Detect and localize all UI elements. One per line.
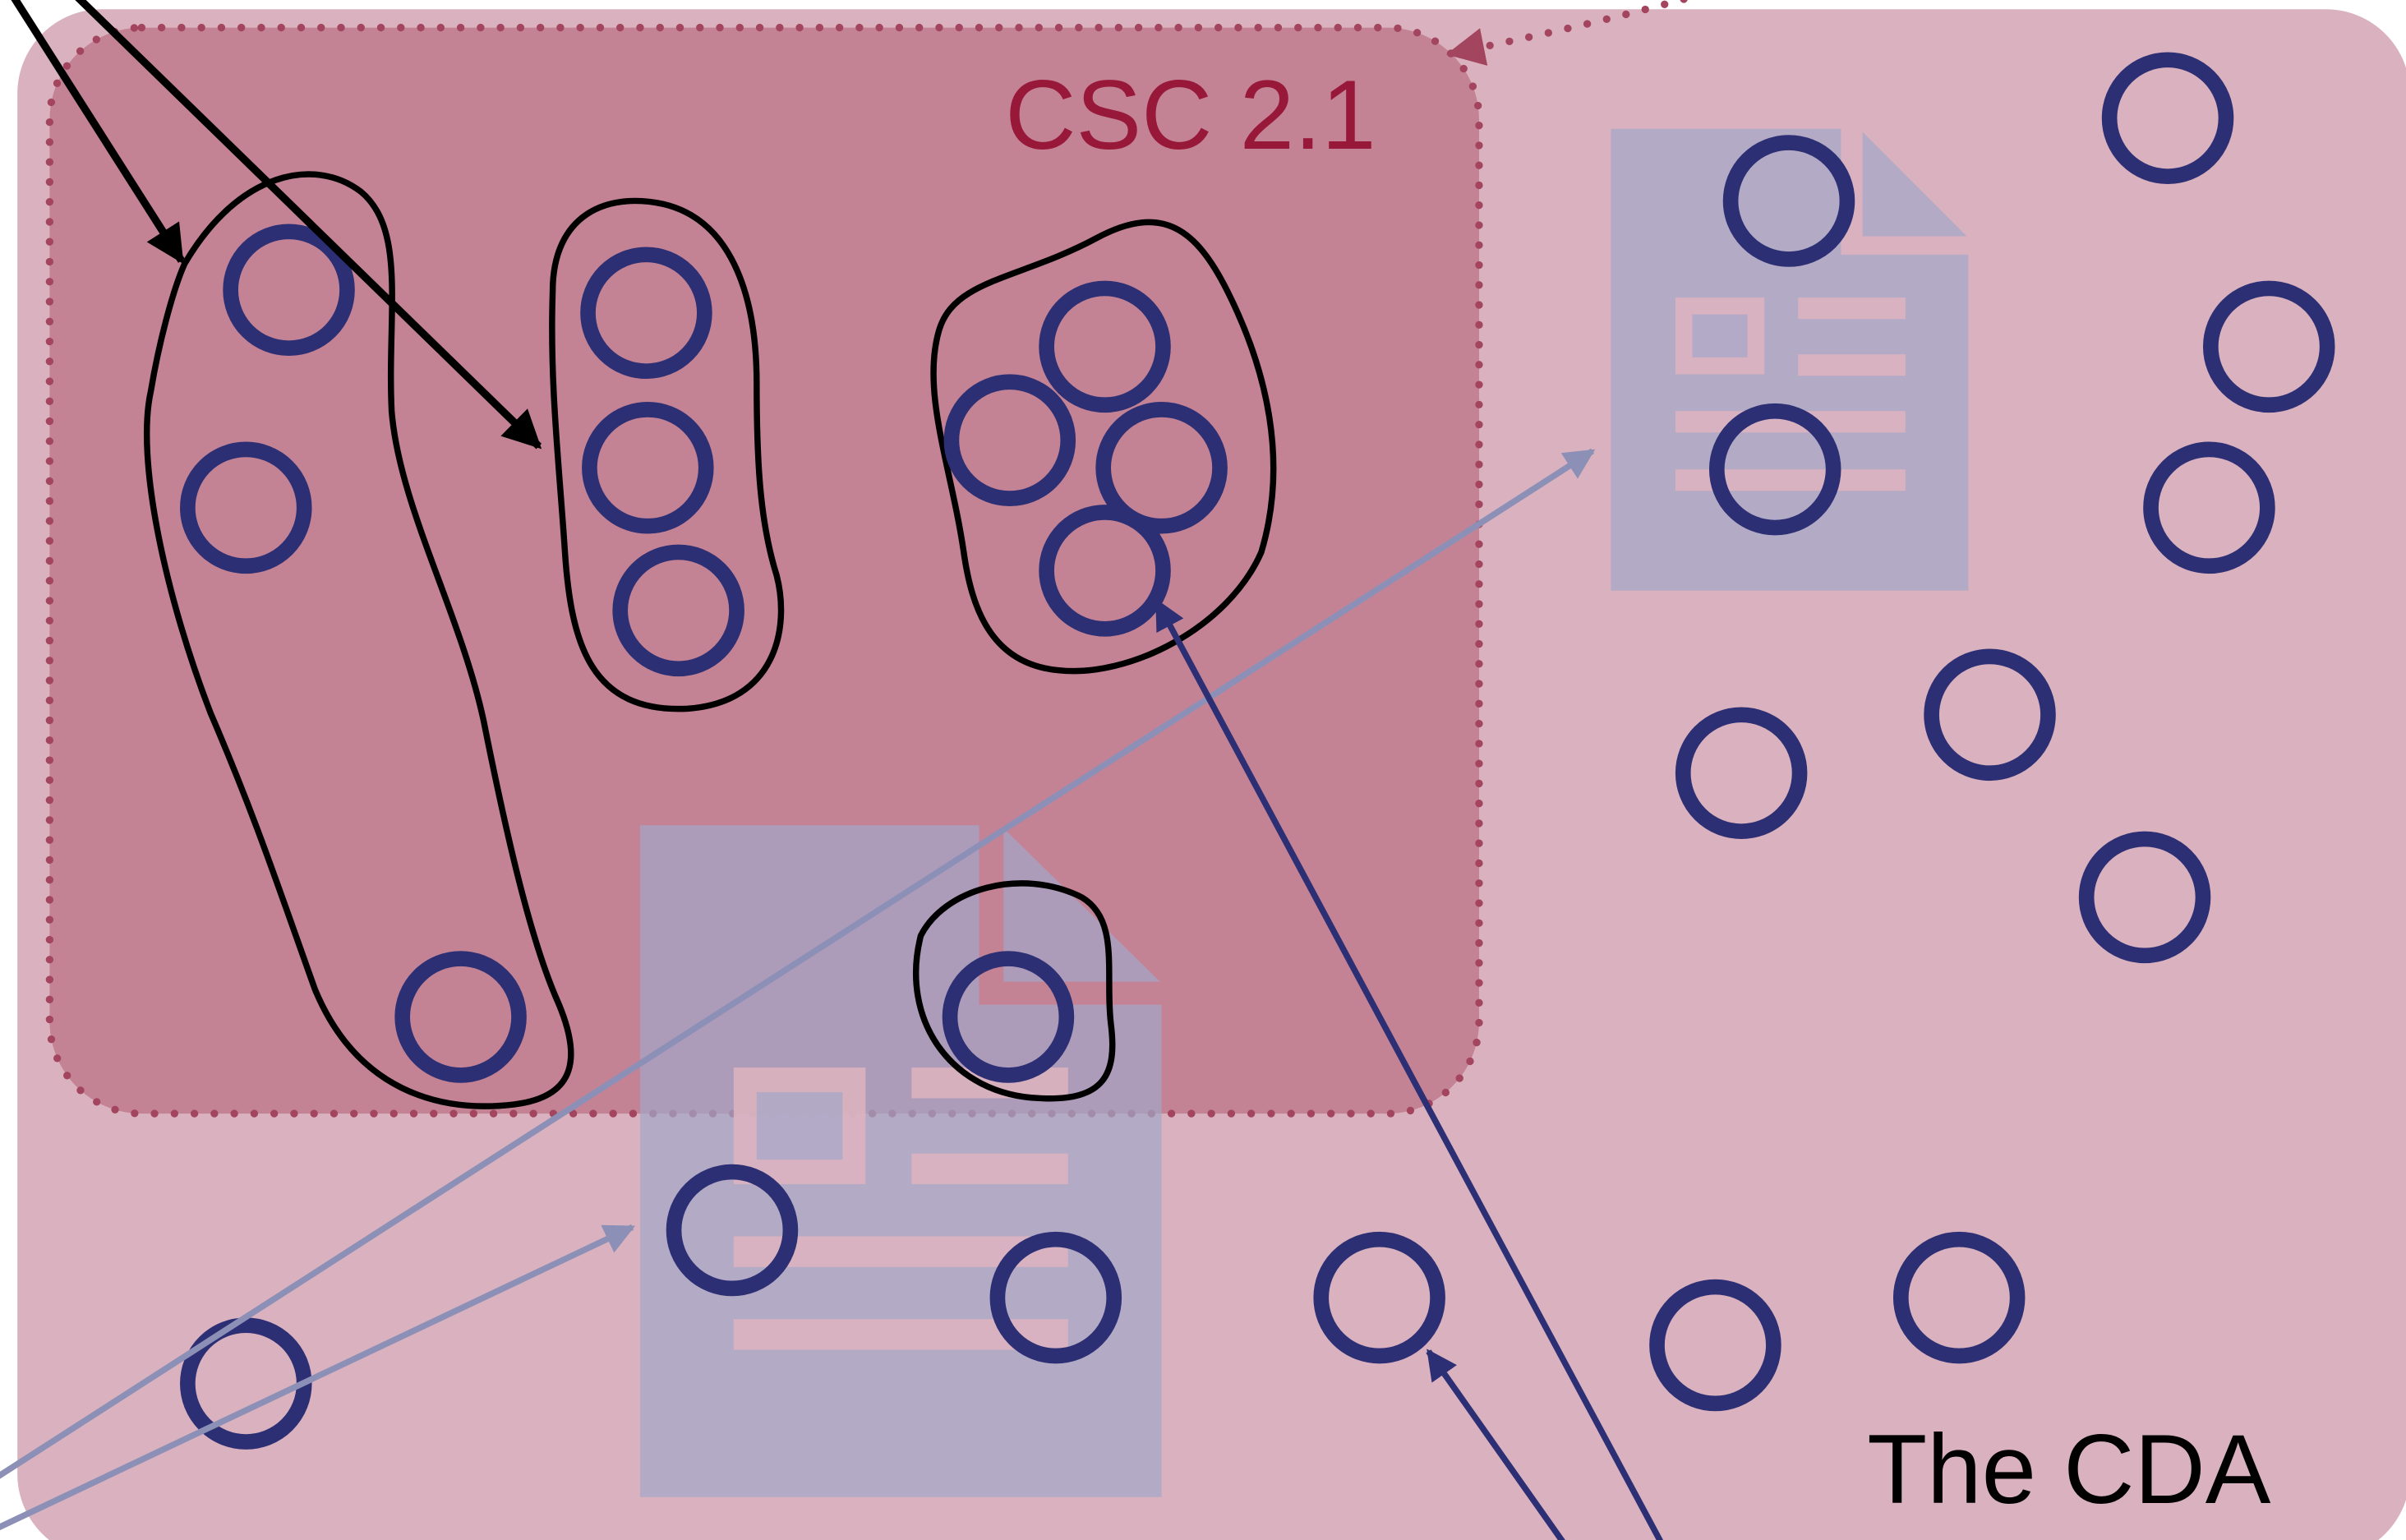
element-circle	[1722, 135, 1855, 267]
element-circle	[1675, 707, 1808, 839]
dotted-arrow	[1445, 0, 1696, 66]
element-circle	[1649, 1279, 1781, 1412]
element-circle	[2202, 280, 2335, 413]
faded-arrow	[0, 448, 1596, 1479]
black-arrow	[11, 0, 185, 265]
element-circle	[394, 951, 527, 1083]
element-circle	[1095, 402, 1228, 534]
element-circle	[2101, 52, 2234, 184]
element-circle	[1892, 1231, 2026, 1364]
element-circle	[582, 402, 714, 534]
document-icon	[639, 825, 1162, 1497]
element-circle	[2078, 831, 2211, 964]
element-circle	[943, 374, 1076, 506]
faded-arrow	[0, 1224, 636, 1531]
dark-arrow	[1426, 1349, 1565, 1540]
dark-arrow	[1154, 598, 1664, 1540]
superset-label: The CDA	[1867, 1415, 2270, 1524]
element-circle	[580, 247, 712, 380]
element-circle	[1708, 403, 1841, 536]
subset-label: CSC 2.1	[1005, 61, 1376, 170]
element-circle	[612, 544, 744, 677]
group-outline	[912, 880, 1116, 1102]
element-circle	[1039, 280, 1171, 413]
element-circle	[666, 1164, 799, 1297]
element-circle	[989, 1231, 1122, 1364]
element-circle	[1924, 648, 2056, 782]
element-circle	[1039, 505, 1171, 637]
element-circle	[223, 224, 355, 357]
group-outline	[143, 171, 574, 1109]
csc-region	[45, 23, 1483, 1118]
element-circle	[1313, 1231, 1445, 1364]
group-outline	[930, 219, 1277, 675]
element-circle	[2143, 441, 2275, 574]
black-arrow	[75, 0, 542, 450]
group-outline	[549, 197, 785, 712]
element-circle	[942, 951, 1075, 1083]
element-circle	[180, 441, 312, 574]
